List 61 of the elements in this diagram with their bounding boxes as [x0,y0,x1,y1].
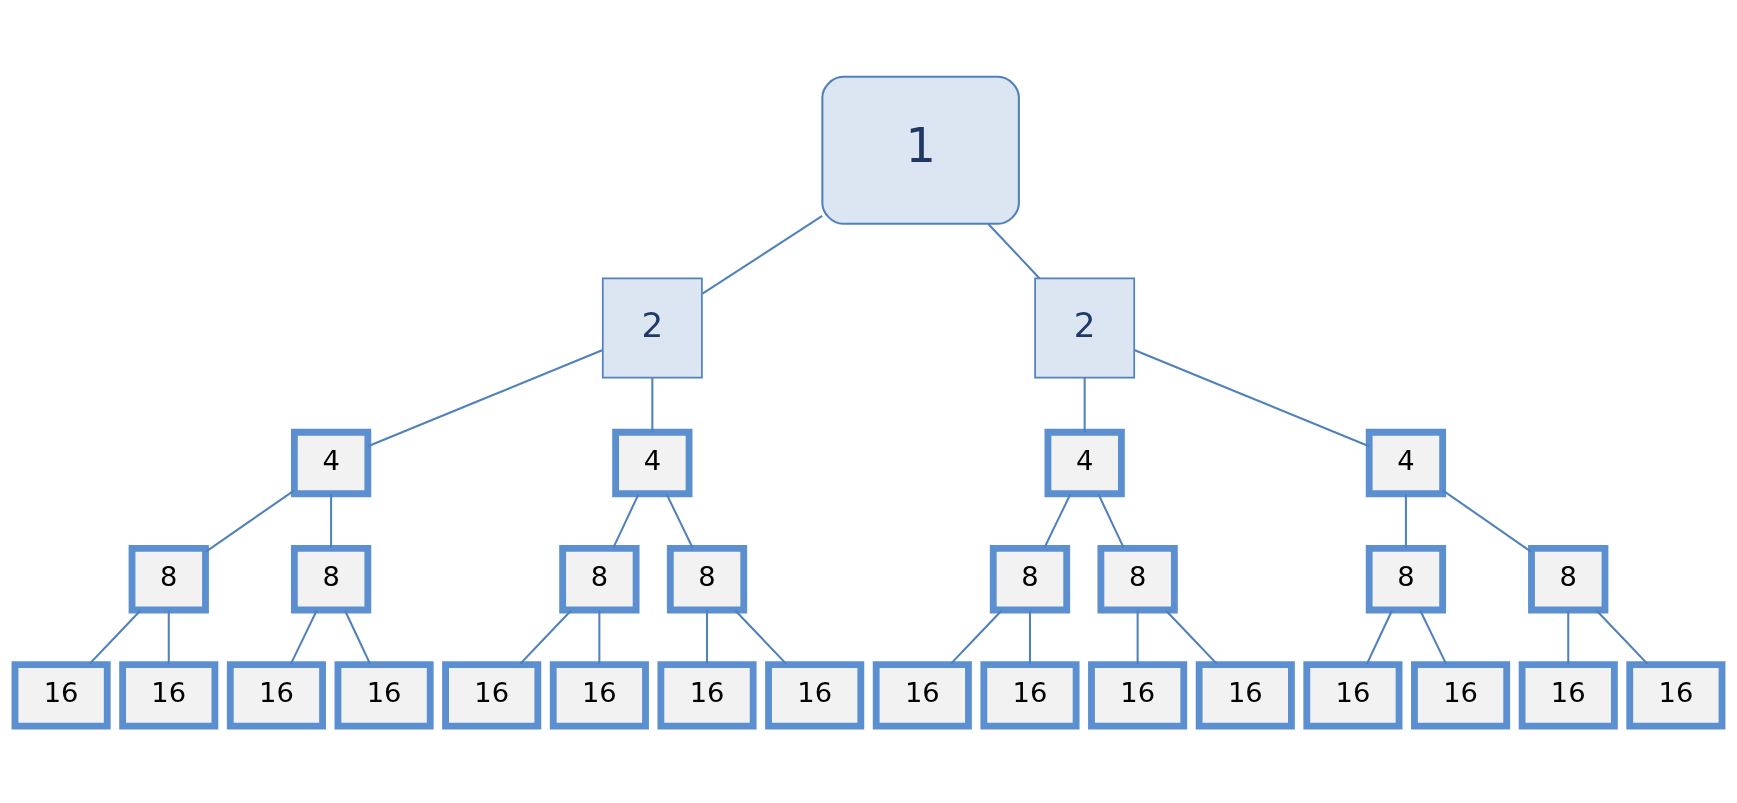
connector [598,610,601,664]
node-box: 8 [128,545,209,614]
connector [367,349,603,448]
connector [1366,610,1393,665]
node-box: 16 [1518,661,1618,730]
node-box: 16 [872,661,972,730]
connector [1043,493,1072,549]
node-box: 1 [821,75,1020,225]
connector [665,493,694,549]
node-box: 16 [11,661,111,730]
node-box: 8 [989,545,1071,614]
connector [88,609,142,665]
node-box: 4 [1044,428,1125,498]
connector [1136,610,1139,664]
node-box: 16 [334,661,434,730]
connector [1165,609,1218,665]
connector [167,610,170,664]
node-box: 16 [549,661,649,730]
connector [330,494,333,548]
connector [1442,489,1532,553]
node-box: 16 [1411,661,1511,730]
node-box: 16 [1303,661,1403,730]
node-box: 16 [1195,661,1295,730]
connector [651,377,654,433]
connector [1567,610,1570,664]
connector [344,610,371,665]
connector [289,610,318,665]
node-box: 16 [226,661,326,730]
node-box: 8 [559,545,640,614]
node-box: 8 [290,545,372,614]
node-box: 16 [657,661,757,730]
connector [706,610,709,664]
connector [1419,610,1448,665]
connector [1134,349,1370,448]
node-box: 8 [1097,545,1178,614]
connector [1028,610,1031,664]
node-box: 16 [765,661,865,730]
node-box: 2 [601,277,703,379]
connector [950,609,1003,665]
node-box: 16 [1088,661,1188,730]
node-box: 16 [1626,661,1726,730]
node-box: 4 [290,428,372,498]
node-box: 16 [442,661,542,730]
node-box: 16 [980,661,1080,730]
connector [1595,609,1649,665]
node-box: 4 [1365,428,1447,498]
node-box: 4 [612,428,693,498]
connector [1097,493,1125,549]
connector [1083,377,1086,433]
node-box: 2 [1034,277,1136,379]
node-box: 16 [119,661,219,730]
connector [519,609,572,665]
connector [1404,494,1407,548]
connector [205,489,295,553]
connector [701,215,823,295]
node-box: 8 [666,545,748,614]
node-box: 8 [1528,545,1609,614]
connector [734,609,787,665]
connector [612,493,640,549]
connector [987,223,1041,280]
node-box: 8 [1365,545,1447,614]
